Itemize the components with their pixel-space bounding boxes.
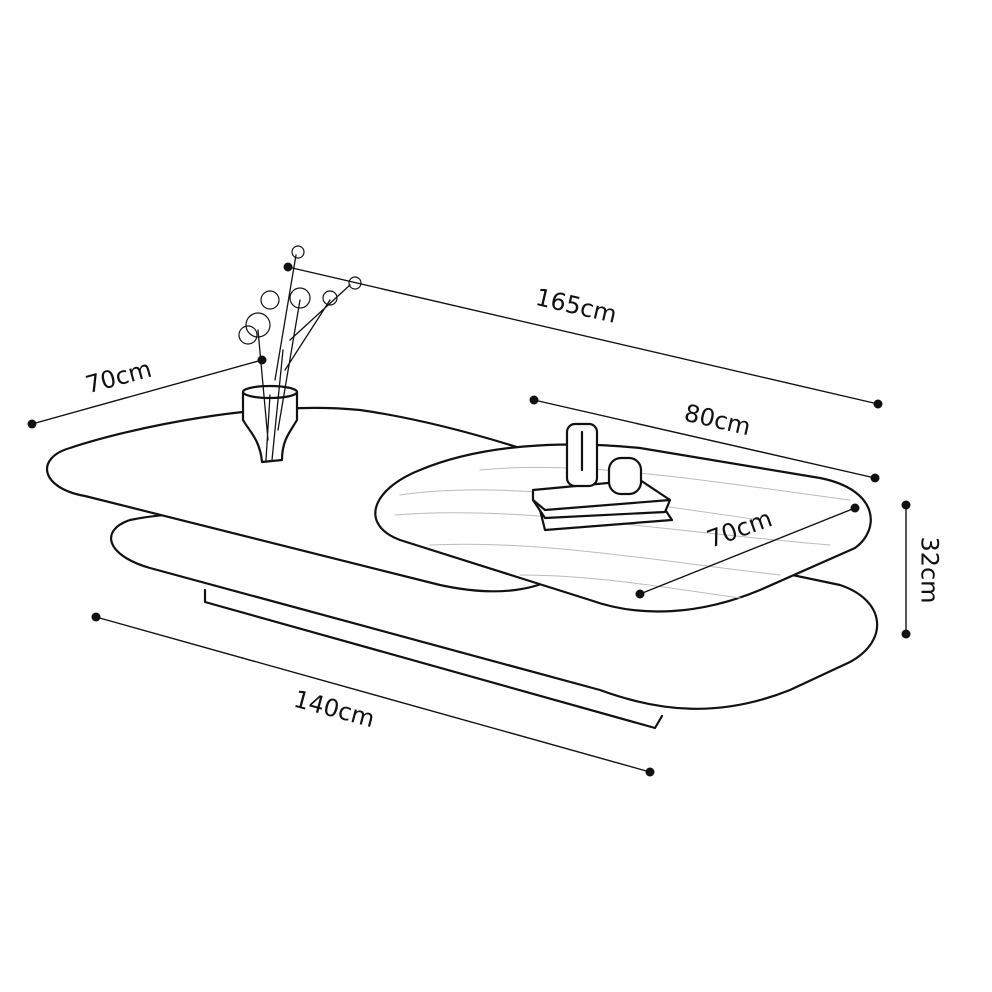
dimension-lines	[31, 266, 907, 773]
dimension-line-70-right	[639, 507, 856, 595]
dimension-endpoints	[27, 262, 911, 777]
dimension-line-70-left	[31, 359, 263, 425]
vase-with-flowers	[238, 245, 362, 464]
label-height: 32cm	[915, 536, 944, 604]
base-plinth	[203, 588, 664, 730]
dimension-line-140	[95, 616, 651, 773]
dimension-line-165	[287, 266, 879, 405]
dimension-line-80	[533, 399, 876, 479]
books-and-decor	[531, 422, 674, 532]
